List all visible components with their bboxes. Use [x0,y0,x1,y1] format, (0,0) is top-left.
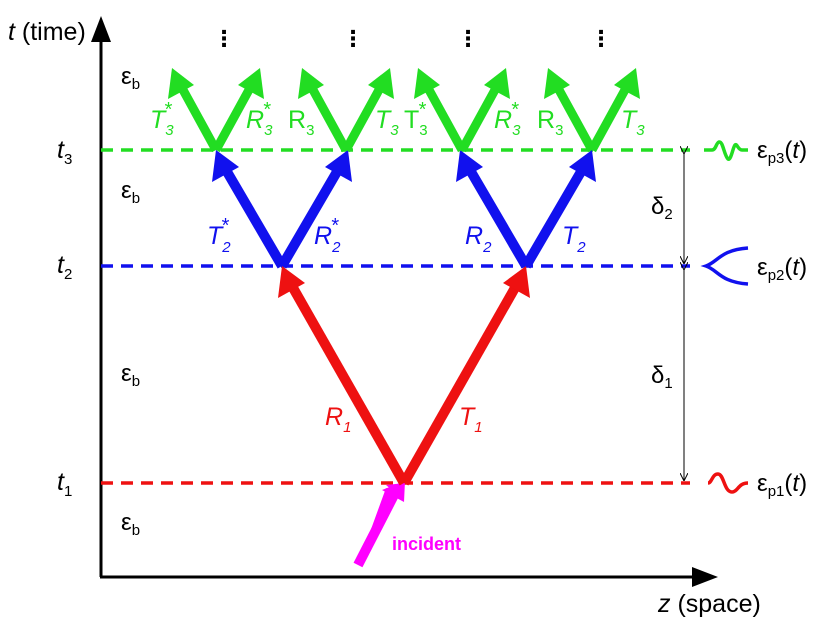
arrow-green [212,85,254,153]
pulse-p3-waveform [704,140,748,161]
coef-T3: T3 [621,106,645,139]
arrowhead-R2-star [325,150,352,182]
arrow-green [342,85,384,153]
arrow-R2 [465,167,531,269]
arrow-green [308,85,350,153]
delta-dimension: δ2 δ1 [651,153,684,480]
pulse-p2-waveform [700,246,749,286]
t-axis-arrowhead [91,16,111,42]
arrowhead-green [298,68,324,99]
arrow-green [178,85,220,153]
arrowhead-green [168,68,194,99]
ellipsis: ⋮ [457,26,479,51]
incident-arrow-shaft [353,492,399,568]
coef-R3: R3 [288,106,314,139]
arrowhead-T1 [503,266,530,298]
ray-arrows [168,68,640,568]
t-axis-label: t (time) [8,18,86,46]
arrowhead-green [368,68,394,99]
arrow-green [424,85,466,153]
time-label-t3: t3 [57,136,72,168]
arrow-green [554,85,596,153]
arrow-T2-star [221,167,287,269]
arrow-green [458,85,500,153]
incident-label: incident [392,534,461,554]
arrowhead-T2-star [212,150,239,182]
arrowhead-green [544,68,570,99]
coef-R2: R2 [465,222,492,256]
arrowhead-R1 [278,266,305,298]
z-axis-arrowhead [692,567,718,587]
ellipsis: ⋮ [590,26,612,51]
coef-T2-star: T2* [207,215,231,256]
coef-T1: T1 [459,403,483,436]
incident-arrowhead [382,481,405,502]
coef-R1: R1 [325,403,351,436]
coef-T2: T2 [562,222,586,256]
delta-1-label: δ1 [651,362,673,392]
ellipsis: ⋮ [213,26,235,51]
delta-2-label: δ2 [651,193,673,223]
pulse-p1-waveform [707,472,749,494]
time-label-t2: t2 [57,251,72,283]
arrowhead-green [614,68,640,99]
eps-b-label: εb [121,177,140,207]
arrow-T1 [399,283,521,486]
pulse-p3-label: εp3(t) [757,137,807,167]
arrowhead-green [484,68,510,99]
arrow-green [588,85,630,153]
coef-R3-star: R3* [494,99,521,139]
arrowhead-T2 [569,150,596,182]
eps-b-label: εb [121,63,140,93]
ellipsis: ⋮ [342,26,364,51]
coef-R3: R3 [537,106,563,139]
coef-R2-star: R2* [314,215,341,256]
arrow-R2-star [277,167,343,269]
eps-b-label: εb [121,360,140,390]
coef-T3-star: T3* [404,99,428,139]
z-axis-label: z (space) [657,590,761,618]
axes: t (time) z (space) [8,16,761,618]
arrow-R1 [287,283,409,486]
arrowhead-green [238,68,264,99]
time-label-t1: t1 [57,468,72,500]
pulse-p1-label: εp1(t) [757,470,807,500]
eps-b-label: εb [121,509,140,539]
coef-R3-star: R3* [246,99,273,139]
arrowhead-green [414,68,440,99]
arrowhead-R2 [456,150,483,182]
arrow-T2 [521,167,587,269]
coef-T3-star: T3* [150,99,174,139]
coef-T3: T3 [375,106,399,139]
pulse-p2-label: εp2(t) [757,254,807,284]
